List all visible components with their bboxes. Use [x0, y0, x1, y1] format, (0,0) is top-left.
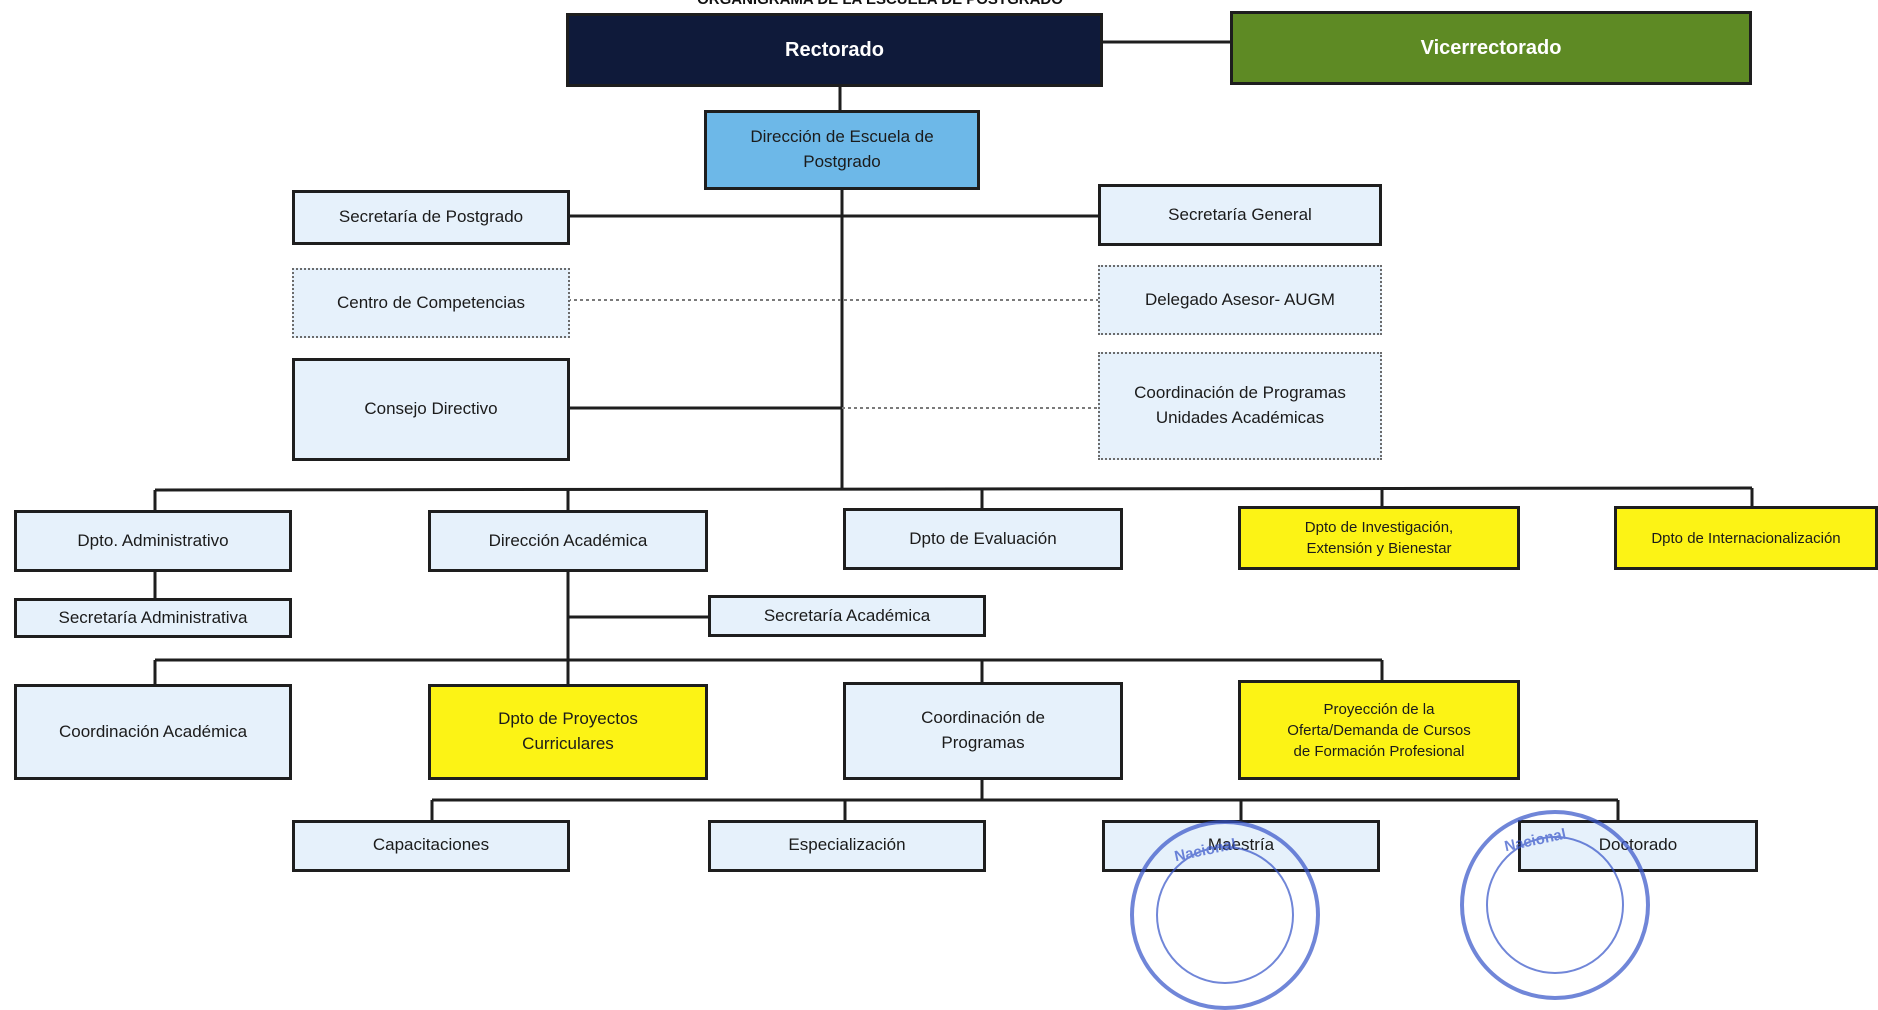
node-dpto-proyectos: Dpto de Proyectos Curriculares — [428, 684, 708, 780]
node-coordinacion-academica: Coordinación Académica — [14, 684, 292, 780]
chart-title: ORGANIGRAMA DE LA ESCUELA DE POSTGRADO — [560, 0, 1200, 9]
seal-stamp-right: Nacional — [1460, 810, 1650, 1000]
org-chart-connectors — [153, 40, 1754, 822]
node-especializacion: Especialización — [708, 820, 986, 872]
node-direccion-escuela: Dirección de Escuela de Postgrado — [704, 110, 980, 190]
node-secretaria-administrativa: Secretaría Administrativa — [14, 598, 292, 638]
node-coordinacion-programas: Coordinación de Programas — [843, 682, 1123, 780]
seal-stamp-right-ring — [1486, 836, 1624, 974]
node-delegado-asesor: Delegado Asesor- AUGM — [1098, 265, 1382, 335]
node-rectorado: Rectorado — [566, 13, 1103, 87]
node-dpto-administrativo: Dpto. Administrativo — [14, 510, 292, 572]
node-proyeccion-oferta: Proyección de la Oferta/Demanda de Curso… — [1238, 680, 1520, 780]
node-secretaria-postgrado: Secretaría de Postgrado — [292, 190, 570, 245]
node-direccion-academica: Dirección Académica — [428, 510, 708, 572]
node-secretaria-academica: Secretaría Académica — [708, 595, 986, 637]
node-dpto-evaluacion: Dpto de Evaluación — [843, 508, 1123, 570]
node-vicerrectorado: Vicerrectorado — [1230, 11, 1752, 85]
node-coordinacion-programas-ua: Coordinación de Programas Unidades Acadé… — [1098, 352, 1382, 460]
node-centro-competencias: Centro de Competencias — [292, 268, 570, 338]
node-dpto-investigacion: Dpto de Investigación, Extensión y Biene… — [1238, 506, 1520, 570]
node-capacitaciones: Capacitaciones — [292, 820, 570, 872]
node-secretaria-general: Secretaría General — [1098, 184, 1382, 246]
node-consejo-directivo: Consejo Directivo — [292, 358, 570, 461]
node-dpto-internacionalizacion: Dpto de Internacionalización — [1614, 506, 1878, 570]
seal-stamp-left-ring — [1156, 846, 1294, 984]
seal-stamp-left: Nacional — [1130, 820, 1320, 1010]
